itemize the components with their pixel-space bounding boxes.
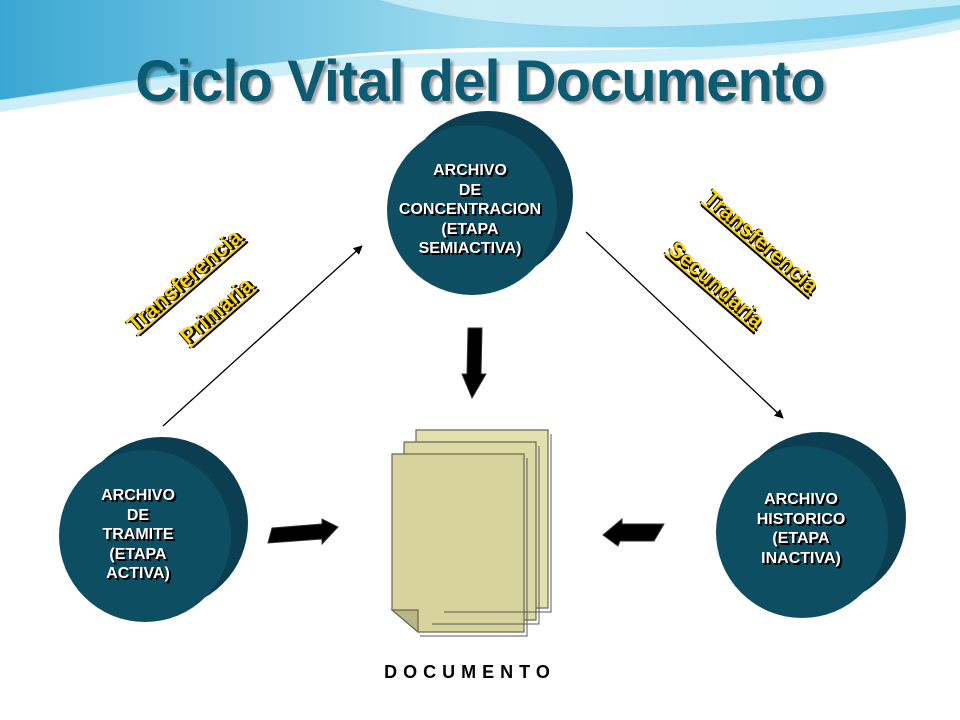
node-historico-line: INACTIVA) <box>761 549 841 567</box>
block-arrow-down <box>461 327 487 400</box>
node-tramite-circle <box>59 437 248 622</box>
node-tramite-line: TRAMITE <box>102 526 174 543</box>
node-historico-line: HISTORICO <box>756 510 846 528</box>
block-arrow-left-doc <box>267 518 339 546</box>
node-tramite-line: ARCHIVO <box>101 487 175 504</box>
node-historico-line: (ETAPA <box>772 530 830 547</box>
node-historico-circle <box>716 432 906 618</box>
node-tramite-label: ARCHIVO DE TRAMITE (ETAPA ACTIVA) <box>78 486 198 584</box>
page-title: Ciclo Vital del Documento <box>135 49 825 114</box>
node-concentracion-circle <box>387 111 573 295</box>
node-historico-label: ARCHIVO HISTORICO (ETAPA INACTIVA) <box>726 490 876 568</box>
node-concentracion-line: CONCENTRACION <box>398 201 542 218</box>
arrow-secundaria <box>585 231 784 419</box>
node-concentracion-line: SEMIACTIVA) <box>418 240 522 257</box>
document-stack-icon <box>390 429 552 637</box>
node-concentracion-label: ARCHIVO DE CONCENTRACION (ETAPA SEMIACTI… <box>380 161 560 259</box>
document-label: DOCUMENTO <box>384 662 556 682</box>
node-concentracion-line: ARCHIVO <box>433 162 507 179</box>
node-concentracion-line: DE <box>458 181 482 199</box>
node-tramite-line: ACTIVA) <box>106 565 170 582</box>
node-concentracion-line: (ETAPA <box>441 220 499 238</box>
block-arrow-right-doc <box>602 517 665 547</box>
node-tramite-line: DE <box>126 506 150 524</box>
node-historico-line: ARCHIVO <box>764 491 838 508</box>
header-wave <box>0 0 960 112</box>
arrow-primaria <box>162 245 363 427</box>
node-tramite-line: (ETAPA <box>109 545 167 563</box>
